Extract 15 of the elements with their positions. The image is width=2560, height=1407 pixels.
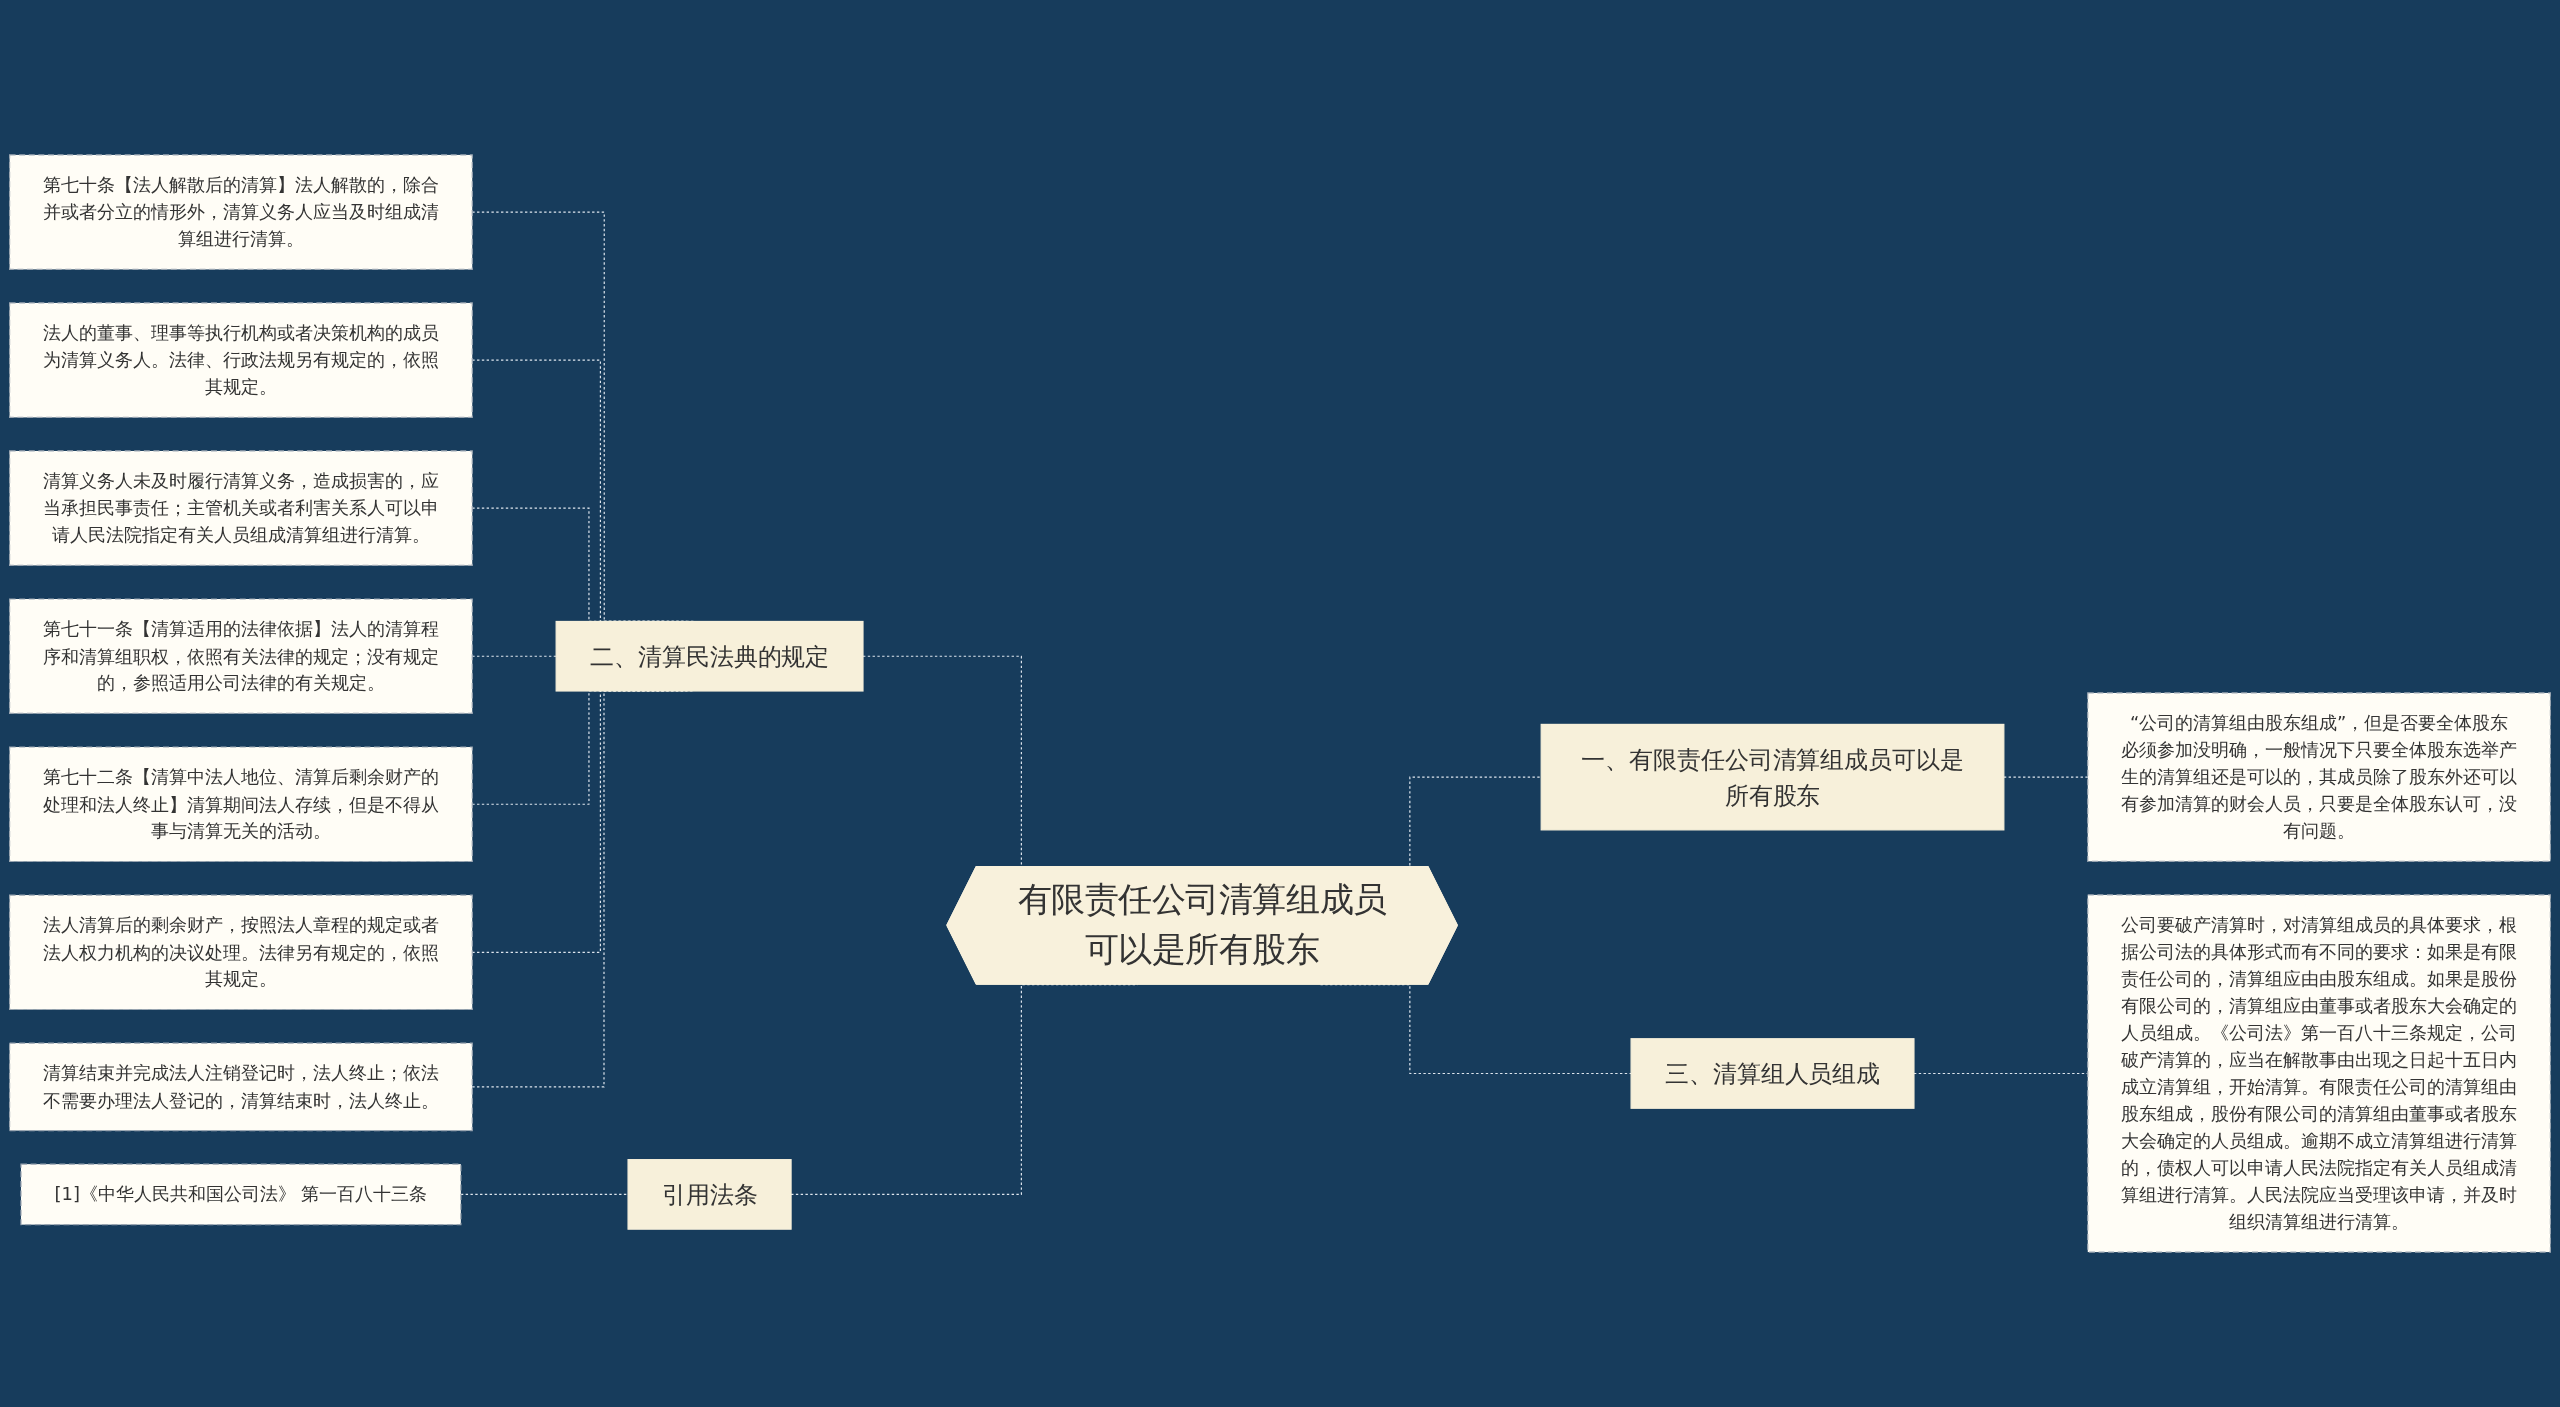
node-box: 二、清算民法典的规定 bbox=[555, 620, 864, 692]
node-box: “公司的清算组由股东组成”，但是否要全体股东必须参加没明确，一般情况下只要全体股东选举产生的清算组还是可以的，其成员除了股东外还可以有参加清算的财会人员，只要是全体股东认可，没有问题。 bbox=[2087, 692, 2551, 862]
node-box: 第七十条【法人解散后的清算】法人解散的，除合并或者分立的情形外，清算义务人应当及时组成清算组进行清算。 bbox=[9, 154, 473, 270]
node-box: 公司要破产清算时，对清算组成员的具体要求，根据公司法的具体形式而有不同的要求：如果是有限责任公司的，清算组应由由股东组成。如果是股份有限公司的，清算组应由董事或者股东大会确定的人员组成。《公司法》第一百八十三条规定，公司破产清算的，应当在解散事由出现之日起十五日内成立清算组，开始清算。有限责任公司的清算组由股东组成，股份有限公司的清算组由董事或者股东大会确定的人员组成。逾期不成立清算组进行清算的，债权人可以申请人民法院指定有关人员组成清算组进行清算。人民法院应当受理该申请，并及时组织清算组进行清算。 bbox=[2087, 894, 2551, 1253]
node-box: 第七十一条【清算适用的法律依据】法人的清算程序和清算组职权，依照有关法律的规定；没有规定的，参照适用公司法律的有关规定。 bbox=[9, 598, 473, 715]
node-box: 清算义务人未及时履行清算义务，造成损害的，应当承担民事责任；主管机关或者利害关系人可以申请人民法院指定有关人员组成清算组进行清算。 bbox=[9, 450, 473, 567]
node-box: 第七十二条【清算中法人地位、清算后剩余财产的处理和法人终止】清算期间法人存续，但是不得从事与清算无关的活动。 bbox=[9, 746, 473, 863]
node-box: 清算结束并完成法人注销登记时，法人终止；依法不需要办理法人登记的，清算结束时，法人终止。 bbox=[9, 1042, 473, 1132]
node-box: 一、有限责任公司清算组成员可以是所有股东 bbox=[1540, 723, 2005, 831]
connector bbox=[460, 1193, 629, 1195]
node-box: 引用法条 bbox=[627, 1159, 792, 1230]
node-box: [1]《中华人民共和国公司法》 第一百八十三条 bbox=[20, 1163, 462, 1226]
node-box: 法人的董事、理事等执行机构或者决策机构的成员为清算义务人。法律、行政法规另有规定的，依照其规定。 bbox=[9, 302, 473, 418]
node-box: 三、清算组人员组成 bbox=[1630, 1038, 1915, 1109]
node-box: 法人清算后的剩余财产，按照法人章程的规定或者法人权力机构的决议处理。法律另有规定的，依照其规定。 bbox=[9, 894, 473, 1011]
